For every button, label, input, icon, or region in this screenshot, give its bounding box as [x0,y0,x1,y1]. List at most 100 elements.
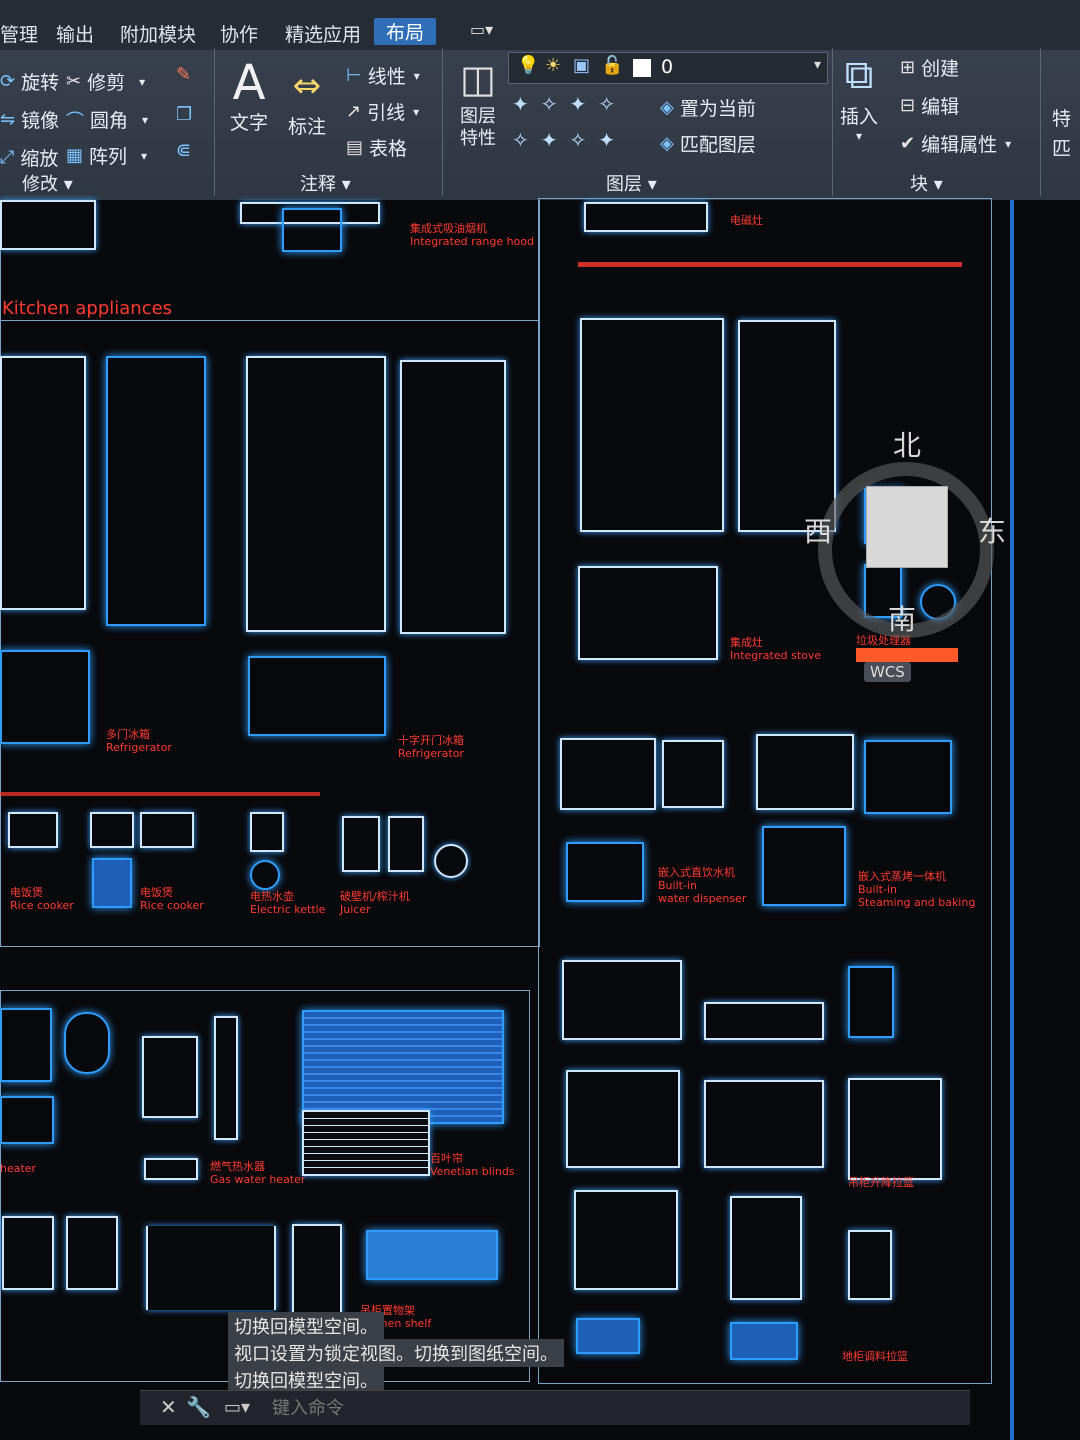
dispenser-plan-symbol[interactable] [566,842,644,902]
layers-panel-label[interactable]: 图层 ▾ [606,174,657,195]
kettle-symbol[interactable] [250,812,284,852]
rice-cooker-2a-symbol[interactable] [90,812,134,848]
steam-oven-front-symbol[interactable] [756,734,854,810]
venetian-blinds-symbol[interactable] [302,1010,504,1124]
fridge-blue-symbol[interactable] [106,356,206,626]
fridge-plan-cross[interactable] [248,656,386,736]
edit-block-button[interactable]: ⊟编辑 [900,95,960,118]
compass-west[interactable]: 西 [804,515,833,548]
folding-rack-symbol[interactable] [66,1216,118,1290]
copy-button[interactable]: ❐ [176,104,198,125]
command-input[interactable] [270,1395,874,1421]
pull-basket-3-symbol[interactable] [566,1070,680,1168]
close-icon[interactable]: ✕ [160,1395,177,1419]
gas-water-heater-symbol[interactable] [142,1036,198,1118]
tab-addins[interactable]: 附加模块 [120,24,197,46]
shelf-rail-symbol[interactable] [146,1226,276,1310]
block-panel-label[interactable]: 块 ▾ [910,174,943,195]
layer-dropdown[interactable]: 💡 ☀ ▣ 🔓 0 ▾ [508,52,828,84]
dispenser-front-symbol[interactable] [560,738,656,810]
command-prompt-icon[interactable]: ▭▾ [224,1397,251,1418]
dimension-button[interactable]: ⇔标注 [288,60,326,139]
shelf-side-symbol[interactable] [292,1224,342,1316]
create-block-button[interactable]: ⊞创建 [900,57,960,80]
edit-attributes-button[interactable]: ✔编辑属性▾ [900,133,1012,156]
fillet-button[interactable]: ⌒圆角▾ [66,106,148,133]
tab-featured-apps[interactable]: 精选应用 [285,24,362,46]
compass-south[interactable]: 南 [888,603,917,636]
wrench-icon[interactable]: 🔧 [186,1395,211,1419]
pull-basket-1-symbol[interactable] [562,960,682,1040]
array-button[interactable]: ▦阵列▾ [66,145,148,168]
trim-button[interactable]: ✂修剪▾ [66,71,146,94]
tab-output[interactable]: 输出 [56,24,95,46]
layer-tools-row-1[interactable]: ✦✧✦✧ [512,92,628,116]
rotate-button[interactable]: ⟳旋转 [0,71,60,94]
pull-basket-4-symbol[interactable] [704,1080,824,1168]
offset-button[interactable]: ⋐ [176,140,197,161]
tab-overflow-icon[interactable]: ▭▾ [470,20,494,39]
lift-basket-symbol[interactable] [848,1078,942,1180]
integrated-stove-symbol[interactable] [578,566,718,660]
linear-dimension-button[interactable]: ⊢线性▾ [346,65,420,88]
tab-layout[interactable]: 布局 [374,18,437,45]
gas-water-heater-side-symbol[interactable] [214,1016,238,1140]
fridge-cross-door-symbol[interactable] [246,356,386,632]
fan-symbol[interactable] [282,208,342,252]
layer-properties-button[interactable]: ◫ 图层特性 [452,52,504,150]
compass-east[interactable]: 东 [978,515,1007,548]
dispenser-side-symbol[interactable] [662,740,724,808]
induction-hob-symbol[interactable] [584,202,708,232]
cabinet-small-symbol[interactable] [2,1216,54,1290]
fridge-single-symbol[interactable] [400,360,506,634]
seasoning-basket-3-symbol[interactable] [848,1230,892,1300]
juicer-1-symbol[interactable] [342,816,380,872]
cabinet-stove-symbol[interactable] [580,318,724,532]
mirror-button[interactable]: ⇋镜像 [0,109,60,132]
range-hood-symbol[interactable] [240,202,380,224]
water-heater-round-symbol[interactable] [64,1012,110,1074]
insert-block-button[interactable]: ⧉ 插入 ▾ [840,48,878,143]
rice-cooker-1-symbol[interactable] [8,812,58,848]
kitchen-shelf-plan-symbol[interactable] [366,1230,498,1280]
annotation-panel-label[interactable]: 注释 ▾ [300,174,351,195]
water-heater-symbol[interactable] [0,1008,52,1082]
rice-cooker-plan-symbol[interactable] [92,858,132,908]
match-properties-partial[interactable]: 匹 [1052,138,1072,160]
basket-plan-1-symbol[interactable] [576,1318,640,1354]
juicer-plan-symbol[interactable] [434,844,468,878]
leader-button[interactable]: ↗引线▾ [346,101,420,124]
rice-cooker-2b-symbol[interactable] [140,812,194,848]
tab-manage[interactable]: 管理 [0,24,39,46]
properties-panel-partial[interactable]: 特 [1052,108,1072,130]
fridge-side-symbol[interactable] [0,356,86,610]
hood-symbol-left[interactable] [0,200,96,250]
erase-button[interactable]: ✎ [176,64,197,85]
steam-oven-side-symbol[interactable] [864,740,952,814]
juicer-2-symbol[interactable] [388,816,424,872]
kettle-plan-symbol[interactable] [250,860,280,890]
scale-button[interactable]: ⤢缩放 [0,147,59,170]
modify-panel-label[interactable]: 修改 ▾ [22,174,73,195]
seasoning-basket-1-symbol[interactable] [574,1190,678,1290]
set-current-layer-button[interactable]: ◈置为当前 [660,97,756,120]
viewcube-top-face[interactable] [866,486,948,568]
water-heater-plan-symbol[interactable] [0,1096,54,1144]
lift-basket-side-symbol[interactable] [848,966,894,1038]
wcs-menu[interactable]: WCS [864,662,911,682]
layer-tools-row-2[interactable]: ✧✦✧✦ [512,128,628,152]
venetian-blinds-side-symbol[interactable] [302,1110,430,1176]
tab-collaborate[interactable]: 协作 [220,24,259,46]
gas-water-heater-plan-symbol[interactable] [144,1158,198,1180]
table-button[interactable]: ▤表格 [346,137,408,160]
steam-oven-plan-symbol[interactable] [762,826,846,906]
basket-plan-2-symbol[interactable] [730,1322,798,1360]
match-layer-button[interactable]: ◈匹配图层 [660,133,756,156]
cabinet-side-symbol[interactable] [738,320,836,532]
fridge-plan-left[interactable] [0,650,90,744]
compass-north[interactable]: 北 [893,429,922,462]
seasoning-basket-2-symbol[interactable] [730,1196,802,1300]
pull-basket-2-symbol[interactable] [704,1002,824,1040]
